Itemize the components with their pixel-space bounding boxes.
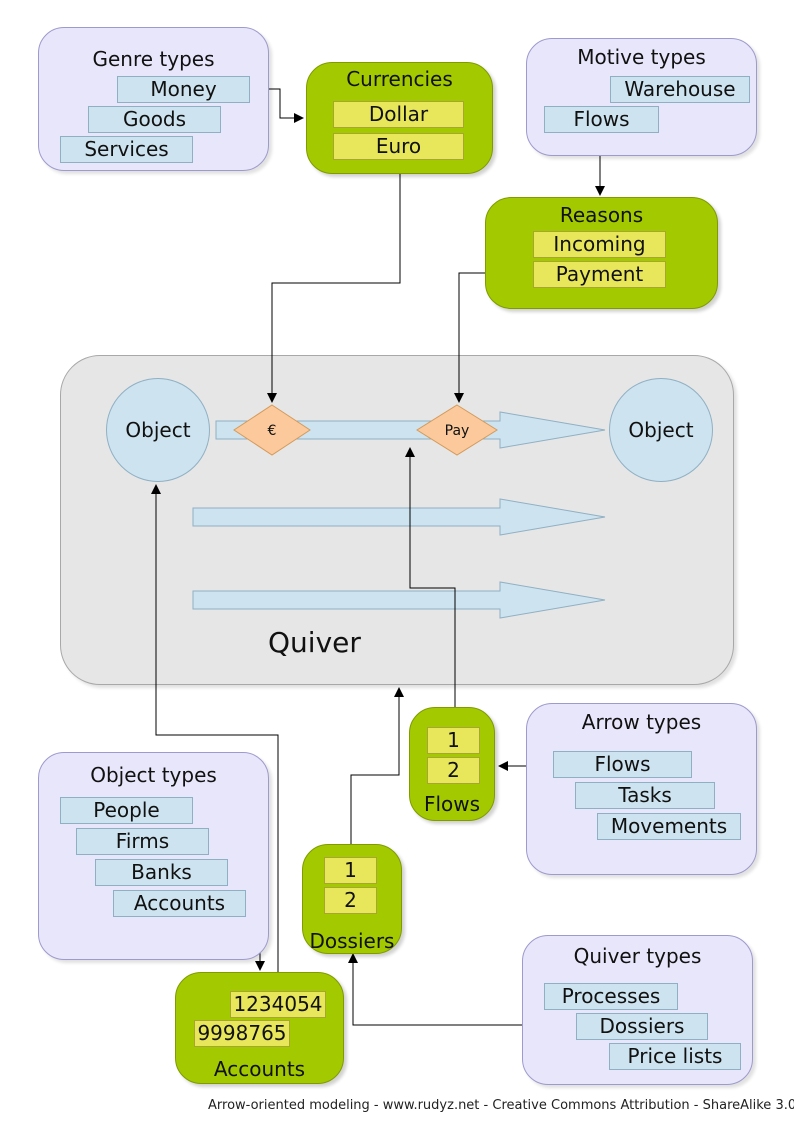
flow-item-2[interactable]: 2 xyxy=(427,757,480,784)
genre-item-goods[interactable]: Goods xyxy=(88,106,221,133)
account-item-1234054[interactable]: 1234054 xyxy=(230,991,326,1018)
connector-euro-diamond xyxy=(267,160,401,403)
pay-label: Pay xyxy=(445,423,470,439)
motive-item-warehouse[interactable]: Warehouse xyxy=(610,76,750,103)
motive-types-title: Motive types xyxy=(577,45,706,69)
object-left-node[interactable]: Object xyxy=(106,378,210,482)
reason-item-incoming[interactable]: Incoming xyxy=(533,231,666,258)
object-item-accounts[interactable]: Accounts xyxy=(113,890,246,917)
flow-item-1[interactable]: 1 xyxy=(427,727,480,754)
arrow-item-movements[interactable]: Movements xyxy=(597,813,741,840)
flows-title: Flows xyxy=(423,792,481,816)
object-item-firms[interactable]: Firms xyxy=(76,828,209,855)
reasons-title: Reasons xyxy=(559,203,644,227)
account-item-9998765[interactable]: 9998765 xyxy=(194,1020,290,1047)
arrow-item-tasks[interactable]: Tasks xyxy=(575,782,715,809)
genre-item-services[interactable]: Services xyxy=(60,136,193,163)
quiver-item-dossiers[interactable]: Dossiers xyxy=(576,1013,708,1040)
dossiers-title: Dossiers xyxy=(309,929,395,953)
reasons-box: Reasons xyxy=(485,197,718,309)
euro-diamond xyxy=(233,404,311,456)
flow-arrow-second xyxy=(192,498,606,536)
object-right-node[interactable]: Object xyxy=(609,378,713,482)
object-types-title: Object types xyxy=(90,763,217,787)
quiver-label: Quiver xyxy=(268,626,361,659)
arrow-types-box: Arrow types xyxy=(526,703,757,875)
currency-item-euro[interactable]: Euro xyxy=(333,133,464,160)
quiver-item-price-lists[interactable]: Price lists xyxy=(609,1043,741,1070)
connector-quivertypes-dossiers xyxy=(348,953,576,1026)
pay-diamond xyxy=(416,404,498,456)
footer-credit: Arrow-oriented modeling - www.rudyz.net … xyxy=(208,1098,794,1113)
connector-dossiers-quiver xyxy=(350,687,404,844)
quiver-types-title: Quiver types xyxy=(573,944,702,968)
euro-symbol: € xyxy=(268,423,277,439)
arrow-item-flows[interactable]: Flows xyxy=(553,751,692,778)
dossier-item-1[interactable]: 1 xyxy=(324,857,377,884)
reason-item-payment[interactable]: Payment xyxy=(533,261,666,288)
connector-accounts-object xyxy=(151,484,279,990)
genre-item-money[interactable]: Money xyxy=(117,76,250,103)
currency-item-dollar[interactable]: Dollar xyxy=(333,101,464,128)
object-item-people[interactable]: People xyxy=(60,797,193,824)
accounts-title: Accounts xyxy=(213,1057,306,1081)
quiver-item-processes[interactable]: Processes xyxy=(544,983,678,1010)
object-types-box: Object types xyxy=(38,752,269,960)
connector-flows-pay xyxy=(405,447,456,728)
dossier-item-2[interactable]: 2 xyxy=(324,887,377,914)
genre-types-title: Genre types xyxy=(92,47,215,71)
flow-arrow-third xyxy=(192,581,606,619)
object-item-banks[interactable]: Banks xyxy=(95,859,228,886)
motive-item-flows[interactable]: Flows xyxy=(544,106,659,133)
arrow-types-title: Arrow types xyxy=(581,710,702,734)
currencies-title: Currencies xyxy=(346,67,453,91)
